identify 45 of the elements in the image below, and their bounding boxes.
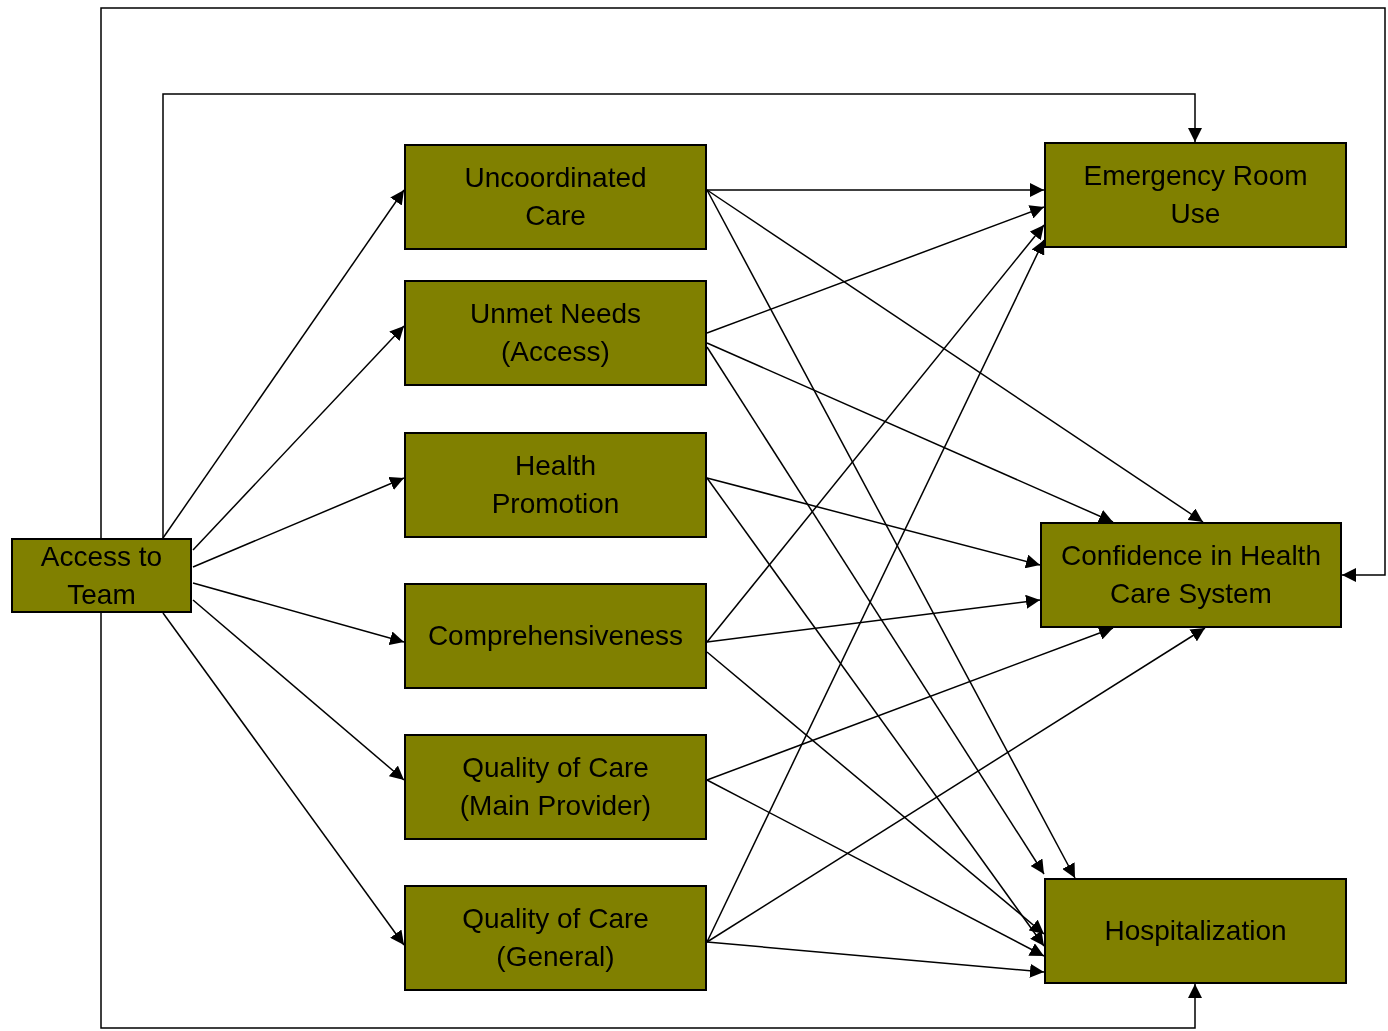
arrow bbox=[706, 477, 1041, 569]
arrow bbox=[706, 594, 1041, 643]
arrow bbox=[706, 941, 1045, 978]
arrow bbox=[706, 183, 1045, 197]
node-label: Health Promotion bbox=[490, 449, 621, 521]
arrow bbox=[192, 599, 405, 781]
arrow bbox=[192, 325, 405, 551]
arrow bbox=[100, 612, 1202, 1029]
arrow bbox=[706, 205, 1045, 334]
process-box bbox=[404, 583, 707, 689]
process-box bbox=[1044, 878, 1347, 984]
arrow bbox=[162, 189, 405, 539]
arrow bbox=[706, 224, 1045, 643]
node-label: Quality of Care (Main Provider) bbox=[458, 751, 653, 823]
arrow bbox=[706, 779, 1045, 957]
arrow bbox=[706, 477, 1045, 947]
process-box bbox=[1040, 522, 1342, 628]
node-label: Emergency Room Use bbox=[1082, 159, 1309, 231]
node-label: Hospitalization bbox=[1104, 914, 1287, 948]
node-label: Comprehensiveness bbox=[427, 619, 684, 653]
arrow bbox=[706, 651, 1045, 935]
process-box bbox=[404, 432, 707, 538]
process-box bbox=[404, 734, 707, 840]
node-label: Quality of Care (General) bbox=[461, 902, 650, 974]
arrow bbox=[100, 7, 1386, 582]
process-box bbox=[1044, 142, 1347, 248]
node-label: Uncoordinated Care bbox=[463, 161, 648, 233]
arrow bbox=[192, 477, 405, 568]
node-label: Confidence in Health Care System bbox=[1060, 539, 1322, 611]
arrow bbox=[706, 342, 1114, 523]
process-box bbox=[11, 538, 192, 613]
arrow bbox=[162, 93, 1202, 539]
arrow bbox=[162, 612, 405, 946]
arrow bbox=[192, 582, 405, 645]
arrow bbox=[706, 189, 1204, 523]
arrow bbox=[706, 626, 1114, 781]
process-box bbox=[404, 144, 707, 250]
arrow bbox=[706, 627, 1206, 943]
node-label: Unmet Needs (Access) bbox=[468, 297, 643, 369]
arrow bbox=[706, 189, 1076, 879]
process-box bbox=[404, 885, 707, 991]
process-box bbox=[404, 280, 707, 386]
arrow bbox=[706, 239, 1045, 943]
node-label: Access to Team bbox=[39, 539, 164, 612]
arrow bbox=[706, 346, 1045, 875]
